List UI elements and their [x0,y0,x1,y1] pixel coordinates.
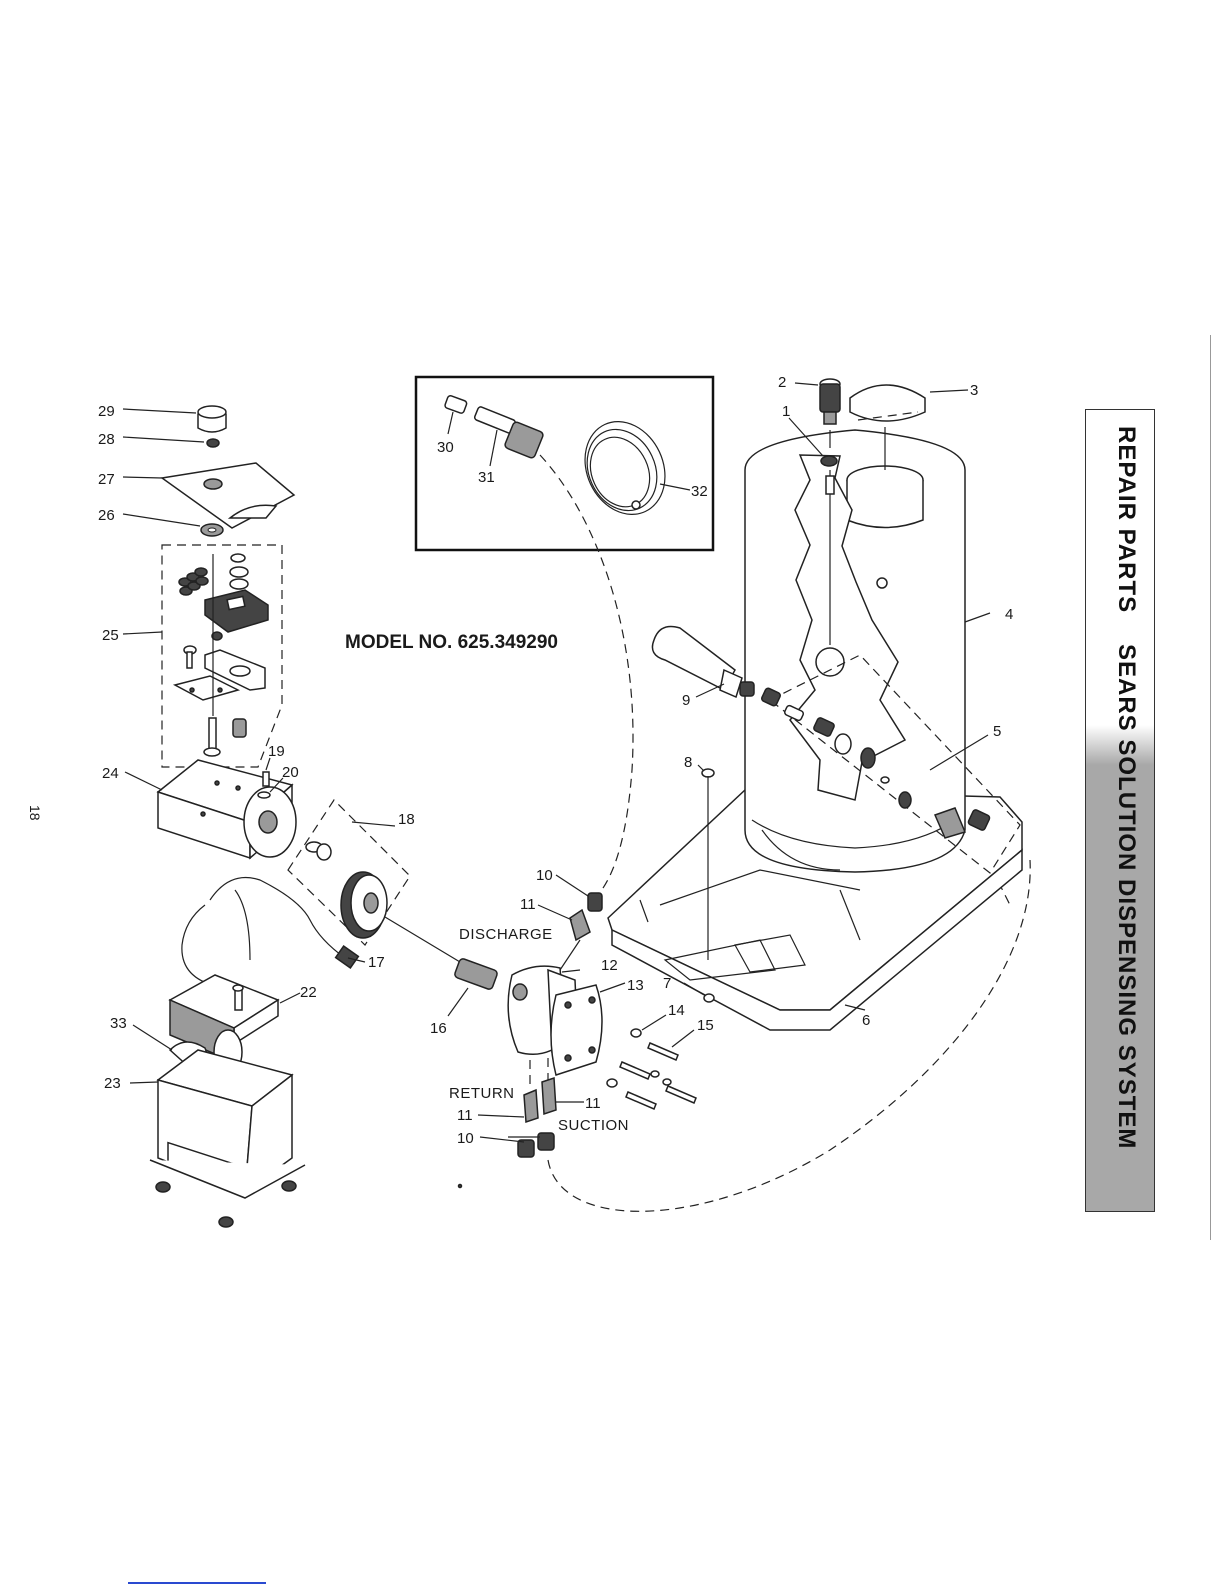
part-4-tank [745,430,990,872]
part-18-coupling-assembly [288,800,410,945]
part-number-27: 27 [98,471,115,488]
return-label: RETURN [449,1085,515,1102]
suction-label: SUCTION [558,1117,629,1134]
side-tab-title: REPAIR PARTS [1112,426,1140,613]
part-number-29: 29 [98,403,115,420]
part-number-19: 19 [268,743,285,760]
part-number-11-suction: 11 [585,1095,601,1112]
part-number-7: 7 [663,975,671,992]
part-number-33: 33 [110,1015,127,1032]
part-number-10-discharge: 10 [536,867,553,884]
part-17-power-cord [182,878,365,986]
switch-springs [179,568,208,595]
part-number-4: 4 [1005,606,1013,623]
discharge-label: DISCHARGE [459,926,553,943]
part-31-fitting [474,406,544,466]
part-16-fitting [448,958,498,1016]
part-number-6: 6 [862,1012,870,1029]
part-number-28: 28 [98,431,115,448]
part-9-filter [652,627,754,698]
part-number-12: 12 [601,957,618,974]
part-number-22: 22 [300,984,317,1001]
part-28-nut [123,437,219,447]
part-number-24: 24 [102,765,119,782]
part-number-15: 15 [697,1017,714,1034]
drive-axis-line [385,917,460,962]
tubing-path-discharge [540,455,633,895]
part-number-14: 14 [668,1002,685,1019]
part-number-8: 8 [684,754,692,771]
part-number-11-discharge: 11 [520,896,536,913]
discharge-fittings [538,875,602,970]
model-number-label: MODEL NO. 625.349290 [345,632,558,653]
part-number-20: 20 [282,764,299,781]
side-tab: REPAIR PARTS SEARS SOLUTION DISPENSING S… [1085,409,1155,1212]
part-13-diaphragm [551,983,625,1075]
part-number-13: 13 [627,977,644,994]
part-32-coiled-tubing [570,408,690,527]
return-suction-fittings [478,1058,584,1157]
page-number: 18 [27,805,43,821]
part-number-9: 9 [682,692,690,709]
part-number-1: 1 [782,403,790,420]
part-25-switch-assembly [123,545,282,767]
part-30-tube-insert [444,395,467,434]
part-number-2: 2 [778,374,786,391]
part-number-30: 30 [437,439,454,456]
part-number-18: 18 [398,811,415,828]
part-24-motor-housing [125,760,296,858]
part-number-31: 31 [478,469,495,486]
part-number-17: 17 [368,954,385,971]
part-number-10-suction: 10 [457,1130,474,1147]
part-15-screws [620,1030,696,1109]
part-number-32: 32 [691,483,708,500]
side-tab-subtitle: SEARS SOLUTION DISPENSING SYSTEM [1112,644,1140,1149]
part-number-26: 26 [98,507,115,524]
part-26-washer [123,514,223,536]
side-tab-text: REPAIR PARTS SEARS SOLUTION DISPENSING S… [1100,426,1140,1196]
part-number-3: 3 [970,382,978,399]
part-29-knob [123,406,226,432]
part-number-5: 5 [993,723,1001,740]
part-23-motor-cover [130,1050,305,1227]
part-19-screw [263,758,270,786]
part-number-25: 25 [102,627,119,644]
part-number-23: 23 [104,1075,121,1092]
part-number-16: 16 [430,1020,447,1037]
inset-box-fittings: 30 31 32 [416,377,713,550]
page-edge-rule [1210,335,1211,1240]
part-number-11-return: 11 [457,1107,473,1124]
